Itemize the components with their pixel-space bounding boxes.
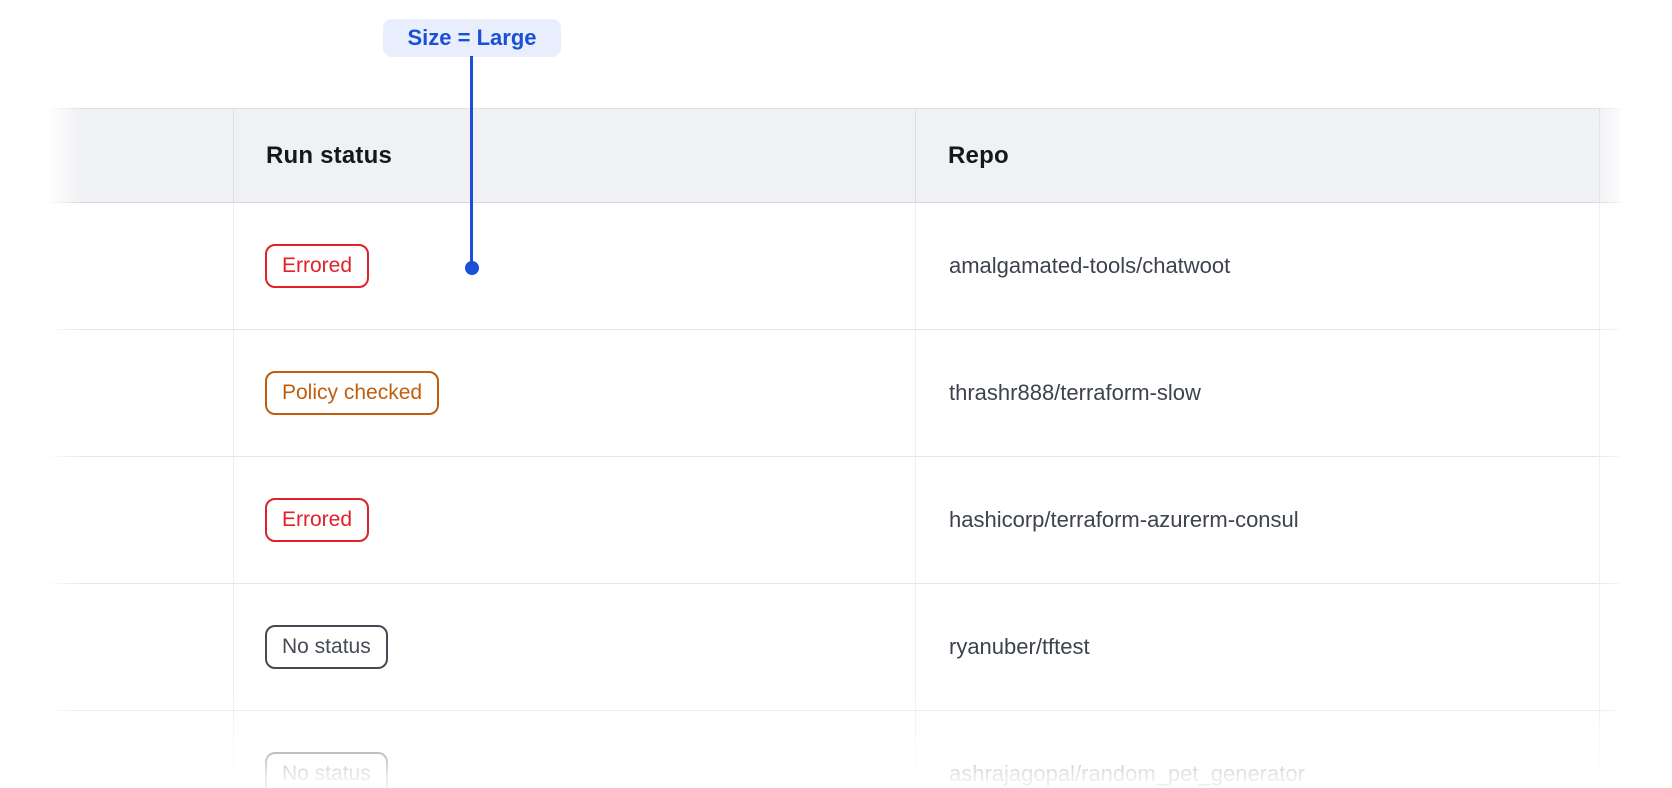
repo-name: thrashr888/terraform-slow: [949, 380, 1201, 405]
annotation-pill: Size = Large: [383, 19, 561, 57]
cell-repo: thrashr888/terraform-slow: [915, 330, 1599, 456]
cell-spacer: [42, 330, 233, 456]
status-badge: No status: [265, 751, 388, 788]
cell-repo: amalgamated-tools/chatwoot: [915, 203, 1599, 329]
table-row[interactable]: Errored hashicorp/terraform-azurerm-cons…: [42, 457, 1620, 584]
cell-repo: ashrajagopal/random_pet_generator: [915, 711, 1599, 788]
table-row[interactable]: No status ryanuber/tftest: [42, 584, 1620, 711]
cell-spacer: [42, 203, 233, 329]
repo-name: hashicorp/terraform-azurerm-consul: [949, 507, 1299, 532]
cell-run-status: Policy checked: [233, 330, 915, 456]
header-cell-spacer: [42, 109, 233, 202]
table-row[interactable]: Policy checked thrashr888/terraform-slow: [42, 330, 1620, 457]
repo-name: ryanuber/tftest: [949, 634, 1090, 659]
status-badge: No status: [265, 624, 388, 670]
repo-name: ashrajagopal/random_pet_generator: [949, 761, 1305, 786]
cell-run-status: No status: [233, 711, 915, 788]
cell-spacer: [42, 711, 233, 788]
header-cell-edge: [1599, 109, 1620, 202]
runs-table: Run status Repo Errored amalgamated-tool…: [42, 108, 1620, 788]
cell-spacer: [42, 584, 233, 710]
cell-run-status: Errored: [233, 457, 915, 583]
table-row[interactable]: Errored amalgamated-tools/chatwoot: [42, 203, 1620, 330]
cell-edge: [1599, 203, 1620, 329]
cell-run-status: Errored: [233, 203, 915, 329]
header-cell-run-status: Run status: [233, 109, 915, 202]
cell-edge: [1599, 584, 1620, 710]
repo-name: amalgamated-tools/chatwoot: [949, 253, 1231, 278]
status-badge: Errored: [265, 243, 370, 289]
cell-repo: hashicorp/terraform-azurerm-consul: [915, 457, 1599, 583]
annotation-line: [470, 56, 473, 262]
header-cell-repo: Repo: [915, 109, 1599, 202]
annotation-dot: [465, 261, 479, 275]
cell-edge: [1599, 330, 1620, 456]
cell-edge: [1599, 457, 1620, 583]
status-badge: Policy checked: [265, 370, 440, 416]
cell-edge: [1599, 711, 1620, 788]
annotation-label: Size = Large: [407, 25, 537, 50]
cell-repo: ryanuber/tftest: [915, 584, 1599, 710]
table-header-row: Run status Repo: [42, 108, 1620, 203]
status-badge: Errored: [265, 497, 370, 543]
cell-spacer: [42, 457, 233, 583]
cell-run-status: No status: [233, 584, 915, 710]
table-row[interactable]: No status ashrajagopal/random_pet_genera…: [42, 711, 1620, 788]
